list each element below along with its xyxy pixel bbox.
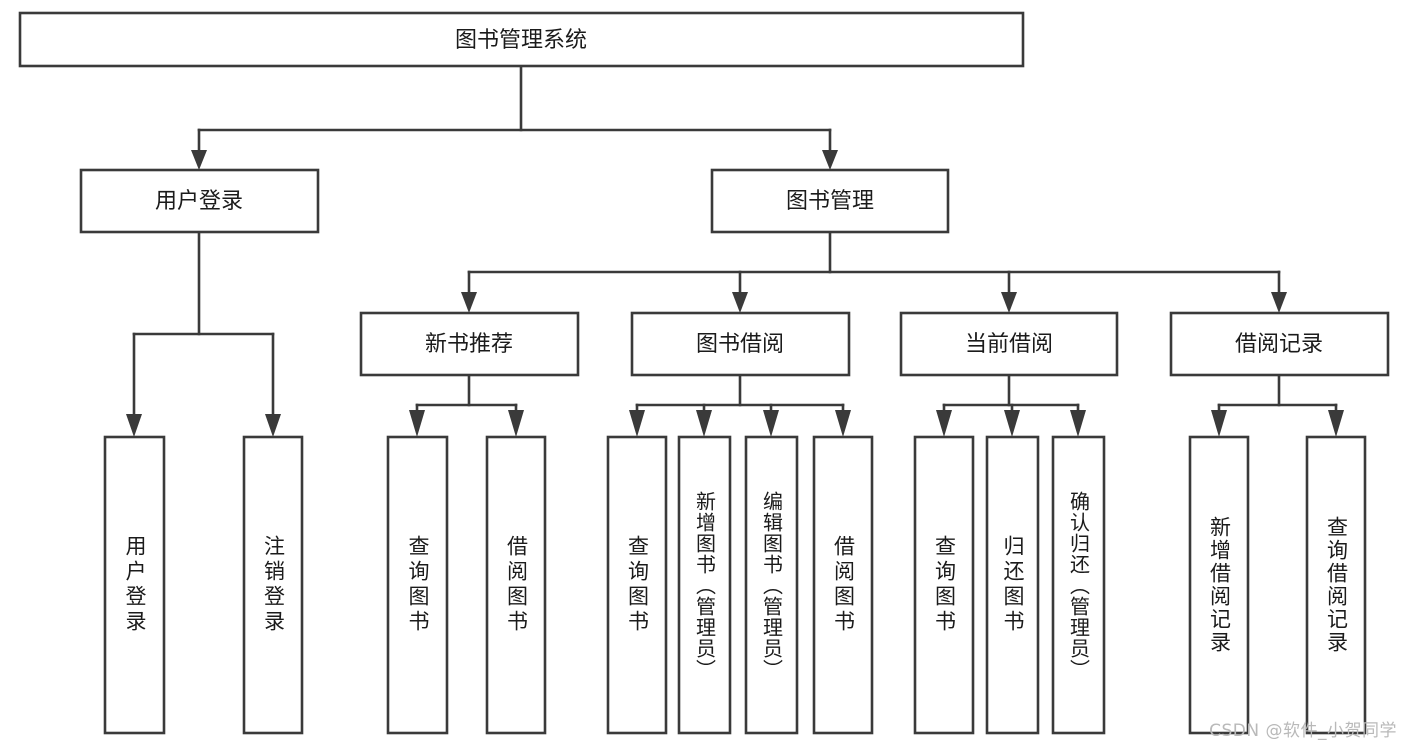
watermark-text: CSDN @软件_小贺同学 — [1209, 721, 1397, 741]
arrow-new-book-rec-leaf-1 — [409, 410, 425, 437]
arrow-borrow-record-leaf-2 — [1328, 410, 1344, 437]
arrow-new-book-rec-leaf-2 — [508, 410, 524, 437]
node-box-book-manage[interactable] — [710, 168, 950, 234]
arrow-book-borrow-leaf-1 — [629, 410, 645, 437]
arrow-book-manage-to-new-book-rec — [461, 292, 477, 313]
node-box-leaf-add-borrow-record[interactable] — [1188, 435, 1250, 735]
node-box-leaf-confirm-return-admin[interactable] — [1051, 435, 1106, 735]
node-box-book-borrow[interactable] — [630, 311, 851, 377]
node-box-root[interactable] — [18, 11, 1025, 68]
node-box-current-borrow[interactable] — [899, 311, 1119, 377]
node-box-leaf-borrow-book-rec[interactable] — [485, 435, 547, 735]
arrow-user-login-leaf-1 — [126, 414, 142, 437]
node-box-leaf-query-book-borrow[interactable] — [606, 435, 668, 735]
node-box-borrow-record[interactable] — [1169, 311, 1390, 377]
node-box-leaf-return-book[interactable] — [985, 435, 1040, 735]
arrow-current-borrow-leaf-3 — [1070, 410, 1086, 437]
arrow-user-login-leaf-2 — [265, 414, 281, 437]
node-box-user-login[interactable] — [79, 168, 320, 234]
arrow-current-borrow-leaf-1 — [936, 410, 952, 437]
connector-layer — [126, 64, 1344, 437]
arrow-root-to-book-manage — [822, 150, 838, 170]
node-box-leaf-edit-book-admin[interactable] — [744, 435, 799, 735]
node-box-leaf-query-book-rec[interactable] — [386, 435, 449, 735]
node-box-leaf-query-book-current[interactable] — [913, 435, 975, 735]
node-label-new-book-rec: 新书推荐 — [425, 332, 513, 357]
node-box-leaf-borrow-book[interactable] — [812, 435, 874, 735]
node-label-book-manage: 图书管理 — [786, 189, 874, 214]
arrow-book-manage-to-current-borrow — [1001, 292, 1017, 313]
node-box-new-book-rec[interactable] — [359, 311, 580, 377]
node-label-current-borrow: 当前借阅 — [965, 332, 1053, 357]
node-label-borrow-record: 借阅记录 — [1235, 332, 1323, 357]
node-layer: 图书管理系统 用户登录 图书管理 新书推荐 图书借阅 当前借阅 借阅记录 — [18, 11, 1390, 735]
arrow-book-borrow-leaf-4 — [835, 410, 851, 437]
node-box-leaf-user-login[interactable] — [103, 435, 166, 735]
node-label-user-login: 用户登录 — [155, 189, 243, 214]
arrow-borrow-record-leaf-1 — [1211, 410, 1227, 437]
node-label-book-borrow: 图书借阅 — [696, 332, 784, 357]
node-label-root: 图书管理系统 — [455, 28, 587, 53]
arrow-current-borrow-leaf-2 — [1004, 410, 1020, 437]
arrow-book-borrow-leaf-2 — [696, 410, 712, 437]
arrow-book-manage-to-borrow-record — [1271, 292, 1287, 313]
node-box-leaf-user-logout[interactable] — [242, 435, 304, 735]
node-box-leaf-add-book-admin[interactable] — [677, 435, 732, 735]
node-box-leaf-query-borrow-record[interactable] — [1305, 435, 1367, 735]
arrow-book-borrow-leaf-3 — [763, 410, 779, 437]
arrow-root-to-user-login — [191, 150, 207, 170]
arrow-book-manage-to-book-borrow — [732, 292, 748, 313]
